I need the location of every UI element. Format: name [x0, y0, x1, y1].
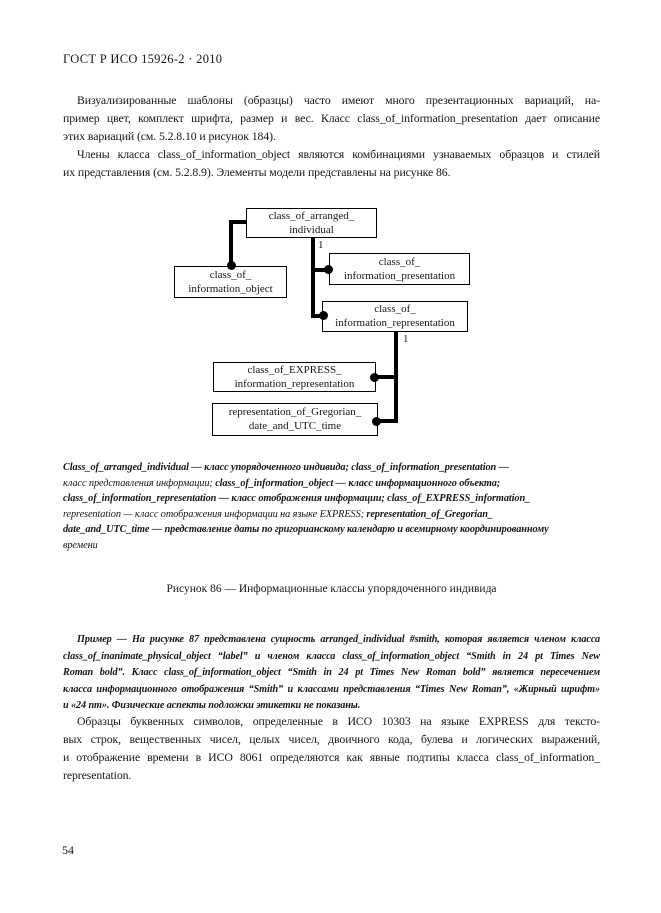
- box-label-line: date_and_UTC_time: [248, 419, 342, 432]
- box-label-line: information_presentation: [343, 269, 456, 282]
- box-label-line: individual: [289, 223, 334, 236]
- legend-text: class_of_information_representation — кл…: [63, 493, 531, 505]
- legend-text: representation_of_Gregorian_: [366, 508, 493, 520]
- figure-legend: Class_of_arranged_individual — класс упо…: [63, 460, 549, 554]
- box-label-line: information_representation: [335, 316, 455, 329]
- closing-paragraph: Образцы буквенных символов, определенные…: [63, 712, 600, 784]
- example-line: класса информационного отображения “Smit…: [63, 683, 600, 695]
- diagram-box-class-of-express-information-representation: class_of_EXPRESS_ information_representa…: [213, 362, 376, 392]
- legend-line: времени: [63, 538, 549, 554]
- diagram-box-class-of-information-presentation: class_of_ information_presentation: [329, 253, 470, 285]
- example-line: Пример — На рисунке 87 представлена сущн…: [77, 634, 600, 645]
- connector-dot: [319, 311, 328, 320]
- diagram-box-class-of-information-representation: class_of_ information_representation: [322, 301, 468, 332]
- connector-line: [311, 314, 322, 318]
- box-label-line: information_representation: [234, 377, 355, 390]
- closing-paragraph-line: и отображение времени в ИСО 8061 определ…: [63, 750, 600, 764]
- page-header: ГОСТ Р ИСО 15926-2 · 2010: [63, 52, 223, 66]
- diagram-box-class-of-arranged-individual: class_of_arranged_ individual: [246, 208, 377, 238]
- paragraph-1-line: этих вариаций (см. 5.2.8.10 и рисунок 18…: [63, 129, 276, 143]
- connector-line: [378, 419, 398, 423]
- connector-line: [229, 220, 233, 266]
- cardinality-label: 1: [318, 239, 324, 251]
- legend-text: representation — класс отображения инфор…: [63, 508, 367, 520]
- connector-line: [311, 238, 315, 318]
- connector-dot: [372, 417, 381, 426]
- paragraph-2-line: Члены класса class_of_information_object…: [77, 147, 600, 161]
- closing-paragraph-line: representation.: [63, 768, 132, 782]
- example-line: Roman bold”. Класс class_of_information_…: [63, 667, 600, 678]
- example-line: class_of_inanimate_physical_object “labe…: [63, 650, 600, 662]
- legend-line: date_and_UTC_time — представление даты п…: [63, 522, 549, 538]
- intro-paragraphs: Визуализированные шаблоны (образцы) част…: [63, 91, 600, 181]
- example-line: и «24 пт». Физические аспекты подложки э…: [63, 700, 361, 711]
- box-label-line: class_of_EXPRESS_: [247, 364, 342, 376]
- legend-line: representation — класс отображения инфор…: [63, 507, 549, 523]
- legend-text: date_and_UTC_time — представление даты п…: [63, 524, 549, 536]
- connector-line: [311, 268, 329, 272]
- cardinality-label: 1: [403, 333, 409, 345]
- diagram-box-class-of-information-object: class_of_ information_object: [174, 266, 287, 298]
- box-label-line: class_of_: [378, 256, 421, 268]
- paragraph-1-line: пример цвет, комплект шрифта, размер и в…: [63, 111, 600, 125]
- box-label-line: class_of_: [209, 269, 252, 281]
- connector-line: [376, 375, 398, 379]
- legend-text: времени: [63, 539, 98, 551]
- figure-caption: Рисунок 86 — Информационные классы упоря…: [166, 583, 497, 595]
- connector-dot: [324, 265, 333, 274]
- paragraph-1-line: Визуализированные шаблоны (образцы) част…: [77, 93, 600, 107]
- box-label-line: class_of_: [374, 303, 416, 315]
- connector-dot: [370, 373, 379, 382]
- box-label-line: information_object: [188, 282, 273, 295]
- page-number: 54: [62, 843, 74, 857]
- legend-text: класс представления информации;: [63, 477, 216, 489]
- closing-paragraph-line: вых строк, вещественных чисел, целых чис…: [63, 732, 600, 746]
- example-paragraph: Пример — На рисунке 87 представлена сущн…: [63, 632, 600, 715]
- box-label-line: representation_of_Gregorian_: [228, 406, 362, 418]
- diagram-box-representation-of-gregorian-date-and-utc-time: representation_of_Gregorian_ date_and_UT…: [212, 403, 378, 436]
- box-label-line: class_of_arranged_: [268, 210, 355, 222]
- legend-line: Class_of_arranged_individual — класс упо…: [63, 460, 549, 476]
- paragraph-2-line: их представления (см. 5.2.8.9). Элементы…: [63, 165, 451, 179]
- closing-paragraph-line: Образцы буквенных символов, определенные…: [77, 714, 600, 728]
- legend-line: class_of_information_representation — кл…: [63, 491, 549, 507]
- connector-line: [229, 220, 246, 224]
- legend-line: класс представления информации; class_of…: [63, 476, 549, 492]
- connector-dot: [227, 261, 236, 270]
- legend-text: Class_of_arranged_individual — класс упо…: [63, 462, 509, 473]
- legend-text: class_of_information_object — класс инфо…: [215, 477, 501, 489]
